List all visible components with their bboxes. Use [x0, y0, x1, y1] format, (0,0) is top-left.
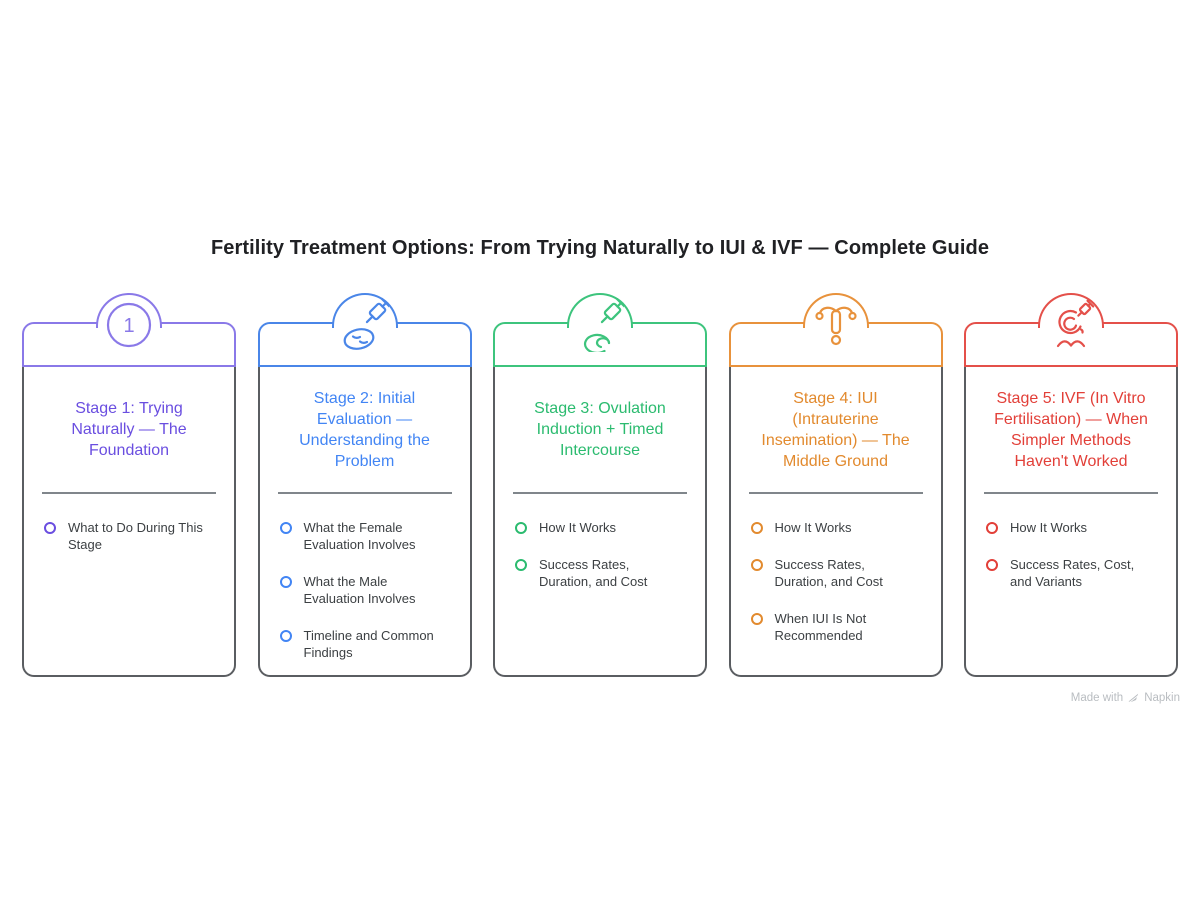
title-zone: Stage 1: Trying Naturally — The Foundati…	[24, 367, 234, 492]
card-body: Stage 2: Initial Evaluation — Understand…	[257, 367, 472, 677]
napkin-quill-icon	[1128, 693, 1139, 703]
list-item: Success Rates, Duration, and Cost	[515, 556, 685, 590]
syringe-ovary-coil-icon	[576, 297, 627, 355]
stage-title: Stage 5: IVF (In Vitro Fertilisation) — …	[994, 389, 1148, 470]
bullet-ring-icon	[279, 521, 292, 534]
card-header	[493, 293, 707, 367]
divider	[277, 492, 452, 494]
list-item: Success Rates, Cost, and Variants	[986, 556, 1156, 590]
item-list: How It Works Success Rates, Duration, an…	[495, 494, 705, 590]
divider	[513, 492, 687, 494]
bullet-ring-icon	[986, 521, 998, 534]
stage-title: Stage 1: Trying Naturally — The Foundati…	[71, 400, 187, 459]
divider	[984, 492, 1158, 494]
item-list: What to Do During This Stage	[24, 494, 234, 553]
list-item: What the Male Evaluation Involves	[279, 573, 450, 607]
bullet-ring-icon	[44, 521, 56, 534]
bullet-ring-icon	[750, 612, 763, 625]
item-label: Success Rates, Duration, and Cost	[774, 557, 883, 589]
item-label: Success Rates, Cost, and Variants	[1010, 557, 1135, 589]
stage-title: Stage 4: IUI (Intrauterine Insemination)…	[761, 389, 910, 470]
stage-card-1: 1 Stage 1: Trying Naturally — The Founda…	[22, 293, 236, 677]
title-zone: Stage 2: Initial Evaluation — Understand…	[260, 367, 470, 492]
number-1-badge-icon: 1	[105, 301, 153, 349]
stage-title: Stage 3: Ovulation Induction + Timed Int…	[534, 400, 666, 459]
card-body: Stage 1: Trying Naturally — The Foundati…	[22, 367, 236, 677]
stage-cards-row: 1 Stage 1: Trying Naturally — The Founda…	[22, 293, 1178, 677]
bullet-ring-icon	[515, 521, 527, 534]
divider	[42, 492, 216, 494]
bullet-ring-icon	[279, 575, 292, 588]
iui-device-icon	[812, 298, 860, 352]
card-body: Stage 5: IVF (In Vitro Fertilisation) — …	[964, 367, 1178, 677]
item-label: How It Works	[774, 520, 852, 535]
bullet-ring-icon	[279, 629, 292, 642]
item-label: What to Do During This Stage	[68, 520, 203, 552]
list-item: Success Rates, Duration, and Cost	[750, 556, 921, 590]
card-header	[964, 293, 1178, 367]
card-body: Stage 4: IUI (Intrauterine Insemination)…	[728, 367, 943, 677]
item-label: Success Rates, Duration, and Cost	[539, 557, 648, 589]
item-label: How It Works	[1010, 520, 1088, 535]
bullet-ring-icon	[750, 521, 763, 534]
watermark-brand: Napkin	[1144, 691, 1180, 704]
list-item: What the Female Evaluation Involves	[279, 519, 450, 553]
stage-card-3: Stage 3: Ovulation Induction + Timed Int…	[493, 293, 707, 677]
svg-text:1: 1	[123, 315, 134, 337]
item-label: When IUI Is Not Recommended	[774, 611, 867, 643]
list-item: What to Do During This Stage	[44, 519, 214, 553]
item-label: What the Female Evaluation Involves	[303, 520, 416, 552]
ivf-icsi-injection-icon	[1047, 298, 1095, 352]
item-list: What the Female Evaluation Involves What…	[260, 494, 470, 661]
stage-card-4: Stage 4: IUI (Intrauterine Insemination)…	[728, 293, 943, 677]
list-item: How It Works	[986, 519, 1156, 536]
list-item: Timeline and Common Findings	[279, 627, 450, 661]
title-zone: Stage 5: IVF (In Vitro Fertilisation) — …	[966, 367, 1176, 492]
card-body: Stage 3: Ovulation Induction + Timed Int…	[493, 367, 707, 677]
bullet-ring-icon	[515, 558, 527, 571]
item-list: How It Works Success Rates, Cost, and Va…	[966, 494, 1176, 590]
stage-card-2: Stage 2: Initial Evaluation — Understand…	[257, 293, 472, 677]
watermark-prefix: Made with	[1070, 691, 1124, 704]
bullet-ring-icon	[986, 558, 998, 571]
bullet-ring-icon	[750, 558, 763, 571]
card-header: 1	[22, 293, 236, 367]
item-label: How It Works	[539, 520, 617, 535]
item-list: How It Works Success Rates, Duration, an…	[731, 494, 941, 644]
stage-title: Stage 2: Initial Evaluation — Understand…	[299, 389, 430, 470]
item-label: Timeline and Common Findings	[303, 628, 434, 660]
card-header	[257, 293, 472, 367]
stage-card-5: Stage 5: IVF (In Vitro Fertilisation) — …	[964, 293, 1178, 677]
page-title: Fertility Treatment Options: From Trying…	[210, 237, 990, 260]
title-zone: Stage 4: IUI (Intrauterine Insemination)…	[731, 367, 941, 492]
watermark: Made with Napkin	[1071, 691, 1180, 704]
list-item: How It Works	[515, 519, 685, 536]
item-label: What the Male Evaluation Involves	[303, 574, 416, 606]
syringe-petri-dish-icon	[341, 297, 391, 352]
list-item: How It Works	[750, 519, 921, 536]
card-header	[728, 293, 943, 367]
divider	[748, 492, 923, 494]
list-item: When IUI Is Not Recommended	[750, 610, 921, 644]
title-zone: Stage 3: Ovulation Induction + Timed Int…	[495, 367, 705, 492]
